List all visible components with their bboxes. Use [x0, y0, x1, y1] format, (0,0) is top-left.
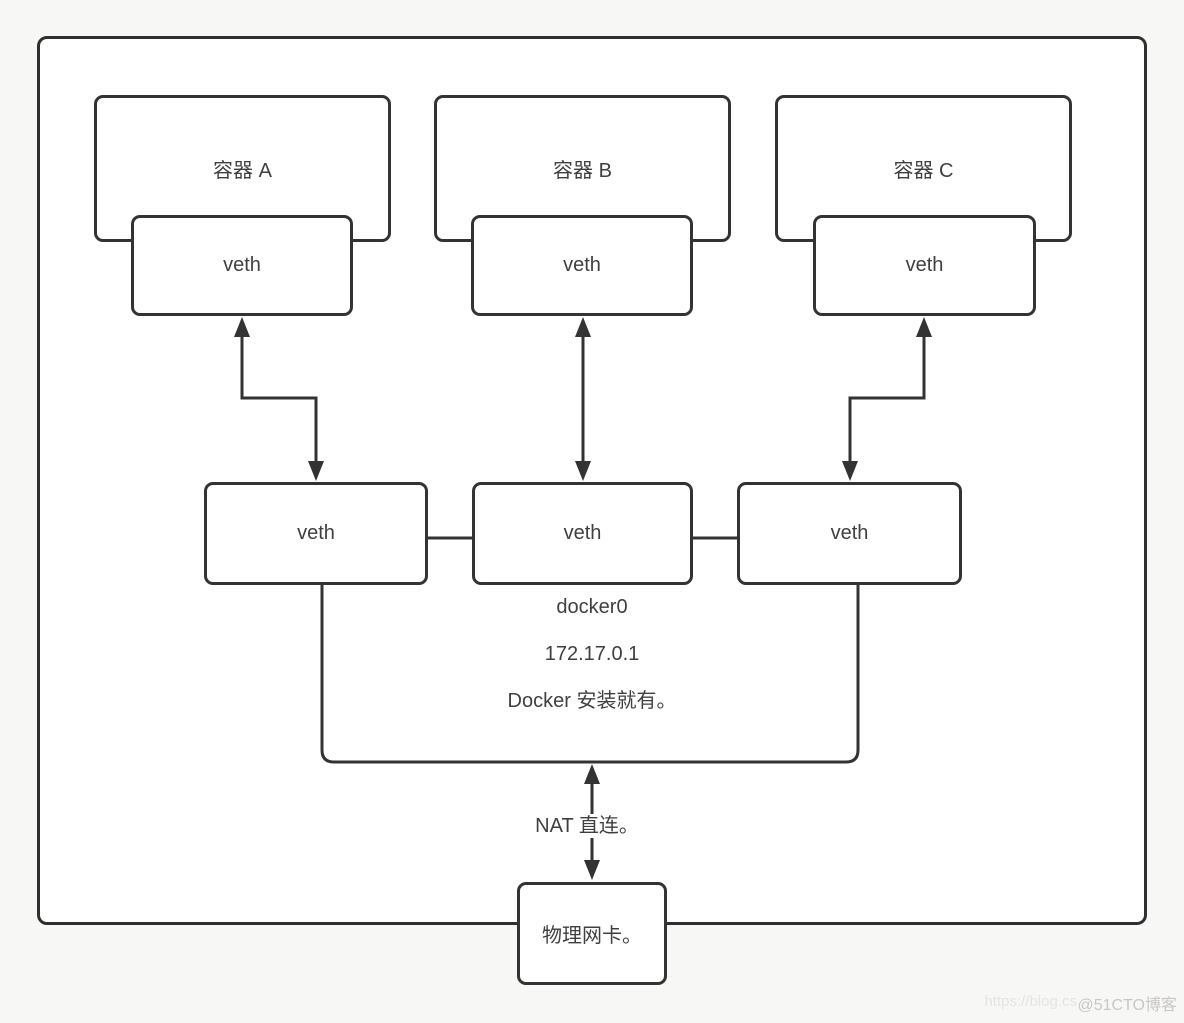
nat-label: NAT 直连。: [507, 814, 667, 838]
veth-container-b-box: veth: [471, 215, 693, 316]
watermark-url-text: https://blog.cs: [984, 993, 1077, 1010]
veth-container-a-box: veth: [131, 215, 353, 316]
veth-container-c-label: veth: [905, 254, 944, 276]
bridge-name-label: docker0: [556, 596, 628, 618]
bridge-ip-label: 172.17.0.1: [544, 643, 640, 665]
bridge-note-label: Docker 安装就有。: [507, 690, 677, 712]
veth-bridge-right-label: veth: [830, 522, 869, 544]
veth-bridge-right-box: veth: [737, 482, 962, 585]
veth-container-c-box: veth: [813, 215, 1036, 316]
watermark-badge-text: @51CTO博客: [1077, 997, 1177, 1014]
veth-bridge-left-label: veth: [297, 522, 335, 544]
physical-nic-box: 物理网卡。: [517, 882, 667, 985]
container-b-label: 容器 B: [553, 160, 612, 182]
container-a-label: 容器 A: [213, 160, 272, 182]
veth-bridge-left-box: veth: [204, 482, 428, 585]
veth-bridge-center-label: veth: [563, 522, 602, 544]
veth-container-a-label: veth: [223, 254, 261, 276]
veth-container-b-label: veth: [563, 254, 601, 276]
container-c-label: 容器 C: [893, 160, 954, 182]
physical-nic-label: 物理网卡。: [542, 925, 642, 947]
veth-bridge-center-box: veth: [472, 482, 693, 585]
